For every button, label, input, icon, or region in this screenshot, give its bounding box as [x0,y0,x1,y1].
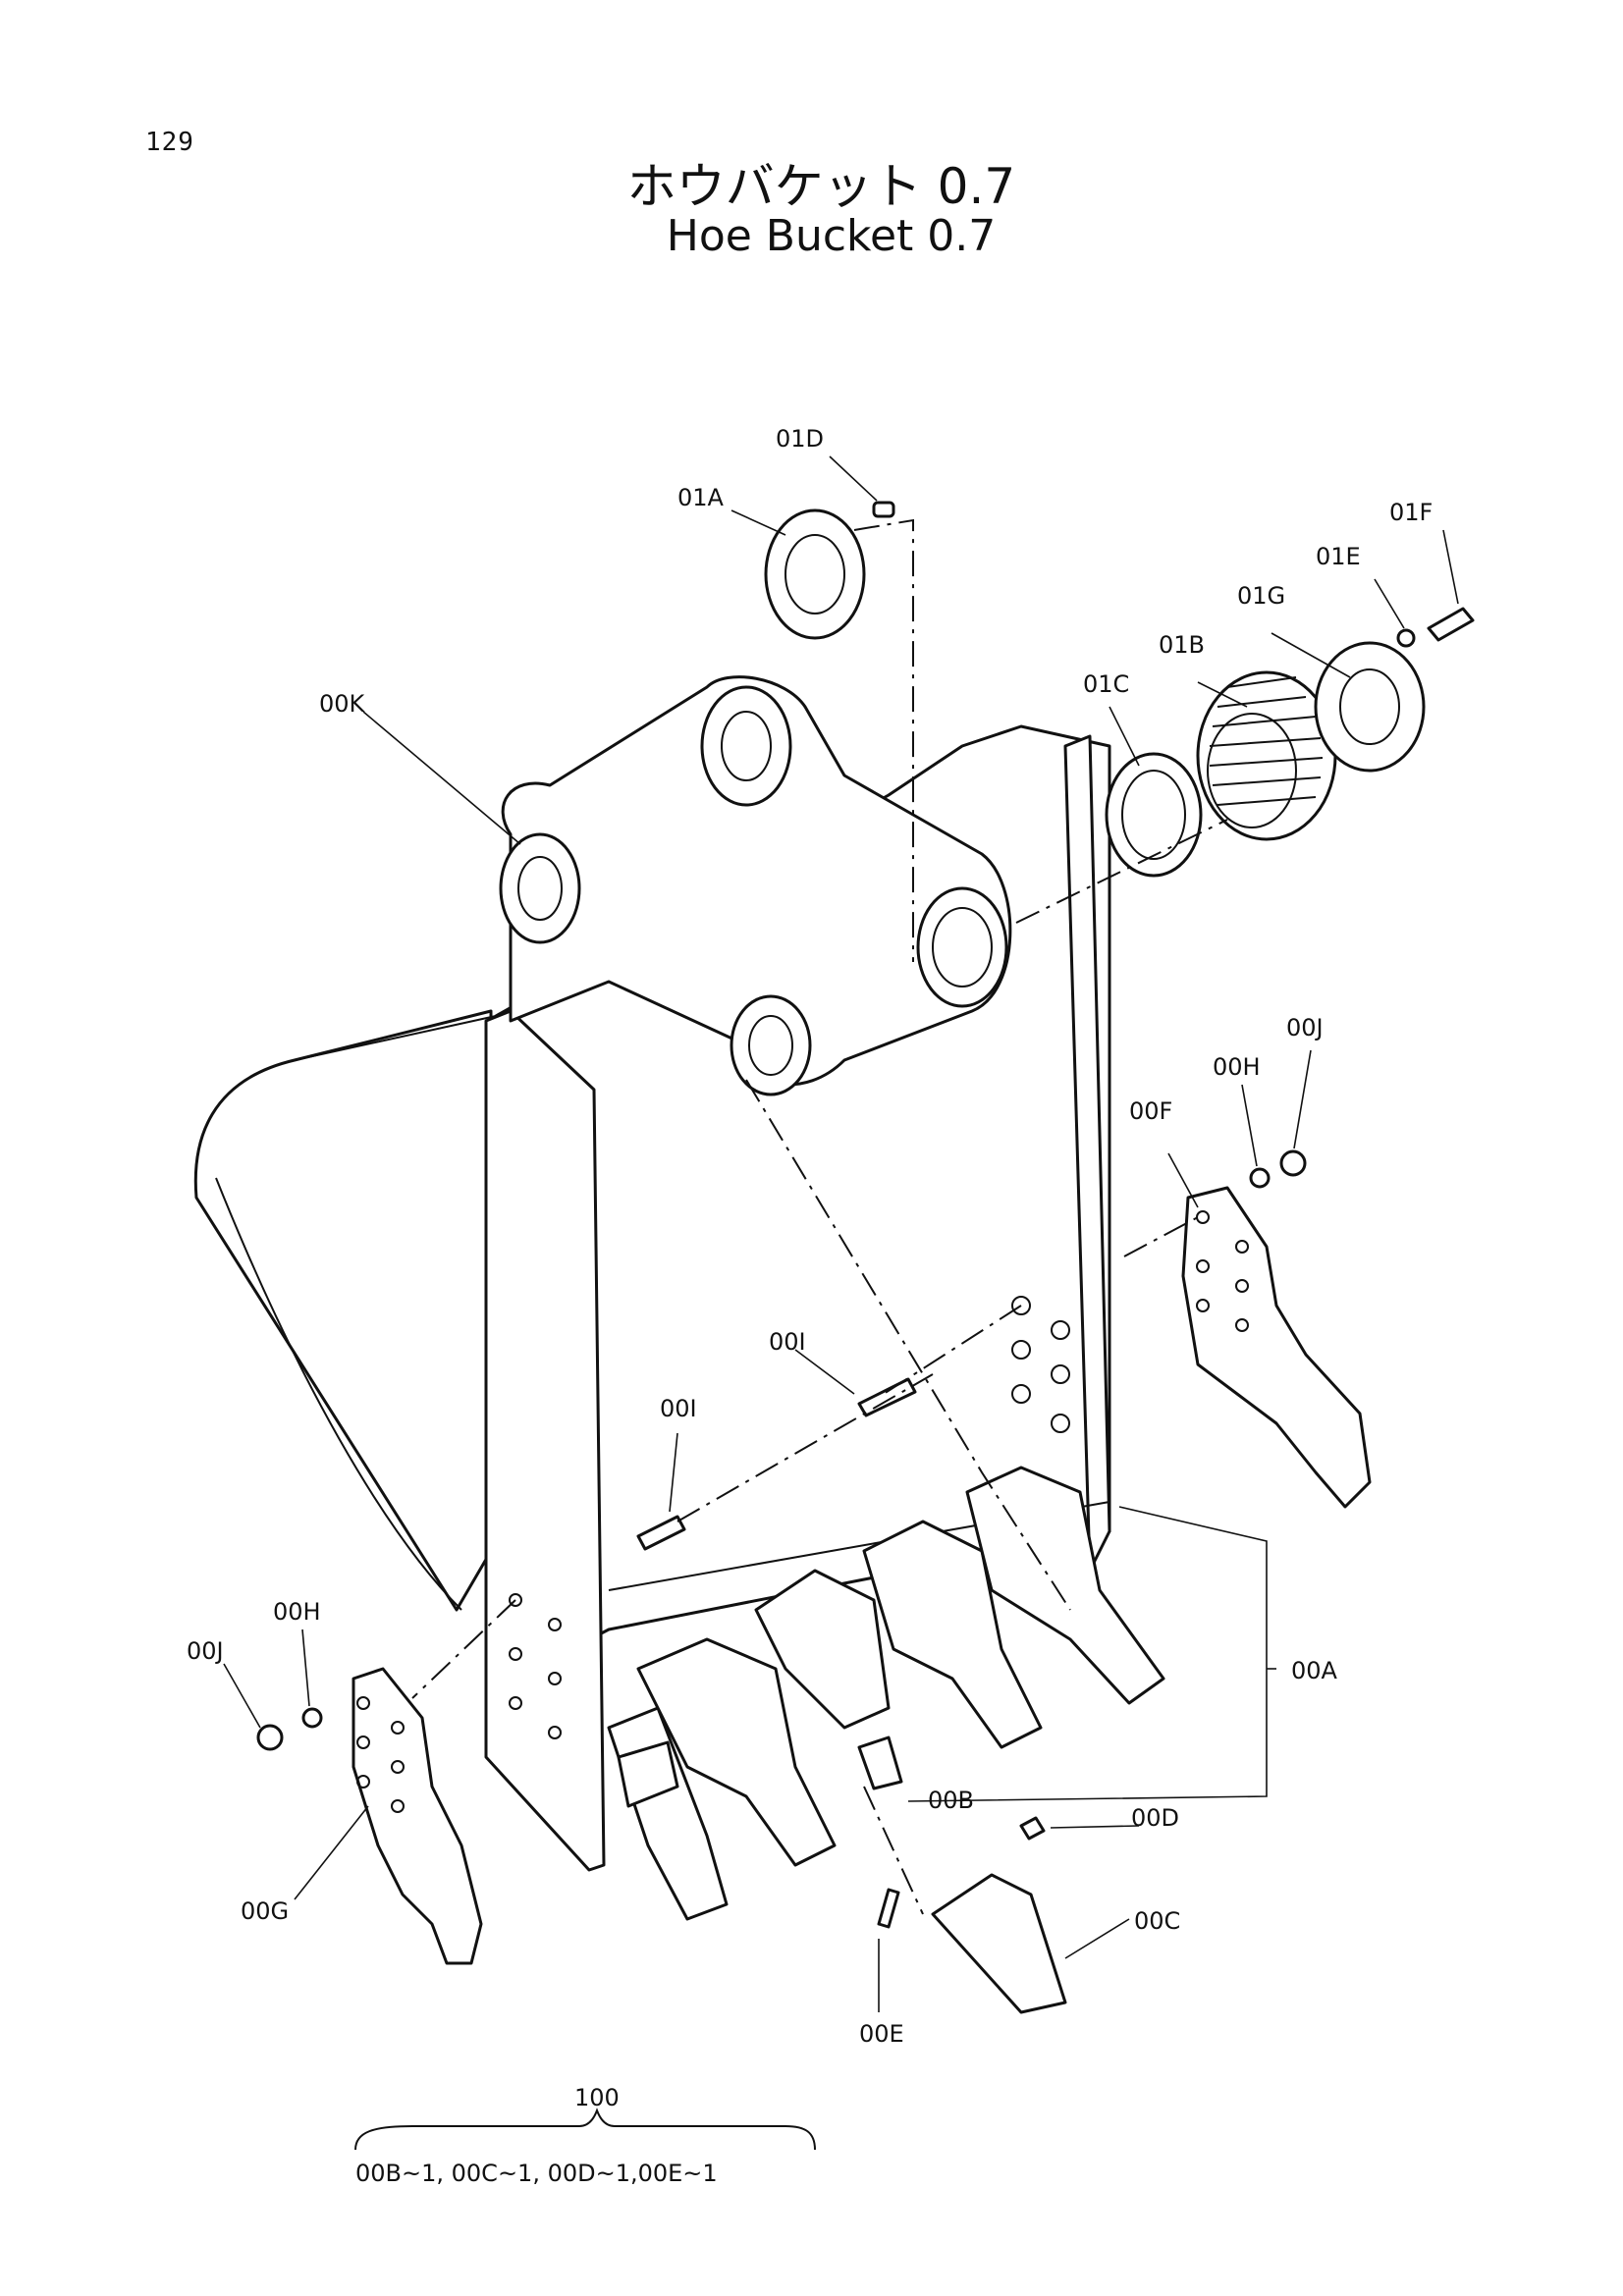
bracket-bosses [499,675,1012,1096]
leader-lines [223,455,1459,2012]
assembly-contents: 00B~1, 00C~1, 00D~1,00E~1 [355,2160,718,2187]
bolt-01F [1427,607,1475,642]
part-labels: 01D 01A 01F 01E 01G 01B 01C 00K 00J 00H … [187,425,1433,2048]
ring-01B [1196,670,1337,841]
washer-00H-right [1249,1167,1271,1189]
label-00H-left: 00H [273,1598,321,1626]
label-00F: 00F [1129,1097,1172,1125]
tooth-adapter [857,1735,903,1790]
page-title-japanese: ホウバケット 0.7 [626,158,1016,215]
label-00D: 00D [1131,1804,1179,1832]
side-cutter-left [352,1667,483,1965]
plate-01G [1314,641,1426,773]
label-01D: 01D [776,425,824,453]
label-00G: 00G [241,1897,289,1925]
washer-01E [1396,628,1416,648]
tooth-4 [862,1520,1043,1749]
tooth-pin [877,1888,900,1929]
label-00J-left: 00J [187,1637,224,1665]
label-00C: 00C [1134,1907,1180,1935]
washer-00H-left [301,1707,323,1729]
label-00I-upper: 00I [769,1328,806,1356]
bushing-01A [764,508,866,640]
label-00A: 00A [1291,1657,1338,1684]
label-01G: 01G [1237,582,1285,610]
nut-00J-left [256,1724,284,1751]
label-00H-right: 00H [1213,1053,1261,1081]
bolt-00I-upper [857,1377,917,1417]
tooth-3 [754,1569,891,1730]
assembly-callout: 100 00B~1, 00C~1, 00D~1,00E~1 [354,2084,816,2187]
exploded-tooth-point [931,1873,1067,2014]
rear-side-plate [1011,734,1111,1573]
tooth-1 [607,1706,729,1921]
label-01F: 01F [1389,499,1433,526]
pin-01D [872,501,895,518]
side-plate [484,1009,606,1872]
tooth-lock [1019,1816,1046,1841]
nut-00J-right [1279,1149,1307,1177]
label-00E: 00E [859,2020,904,2048]
shim-01C [1105,752,1203,878]
hardware-parts [256,501,1475,1751]
label-01E: 01E [1316,543,1361,570]
assembly-number: 100 [574,2084,620,2111]
page-title-english: Hoe Bucket 0.7 [666,211,997,261]
label-00I-lower: 00I [660,1395,697,1422]
tooth-2 [636,1637,837,1867]
side-cutter-right [1181,1186,1372,1509]
label-01C: 01C [1083,670,1129,698]
label-00K: 00K [319,690,366,718]
page-number: 129 [145,128,194,157]
label-01A: 01A [677,484,725,511]
label-00B: 00B [928,1787,974,1814]
center-lines [411,518,1228,1915]
label-00J-right: 00J [1286,1014,1324,1041]
bolt-00I-lower [636,1515,686,1551]
label-01B: 01B [1159,631,1205,659]
